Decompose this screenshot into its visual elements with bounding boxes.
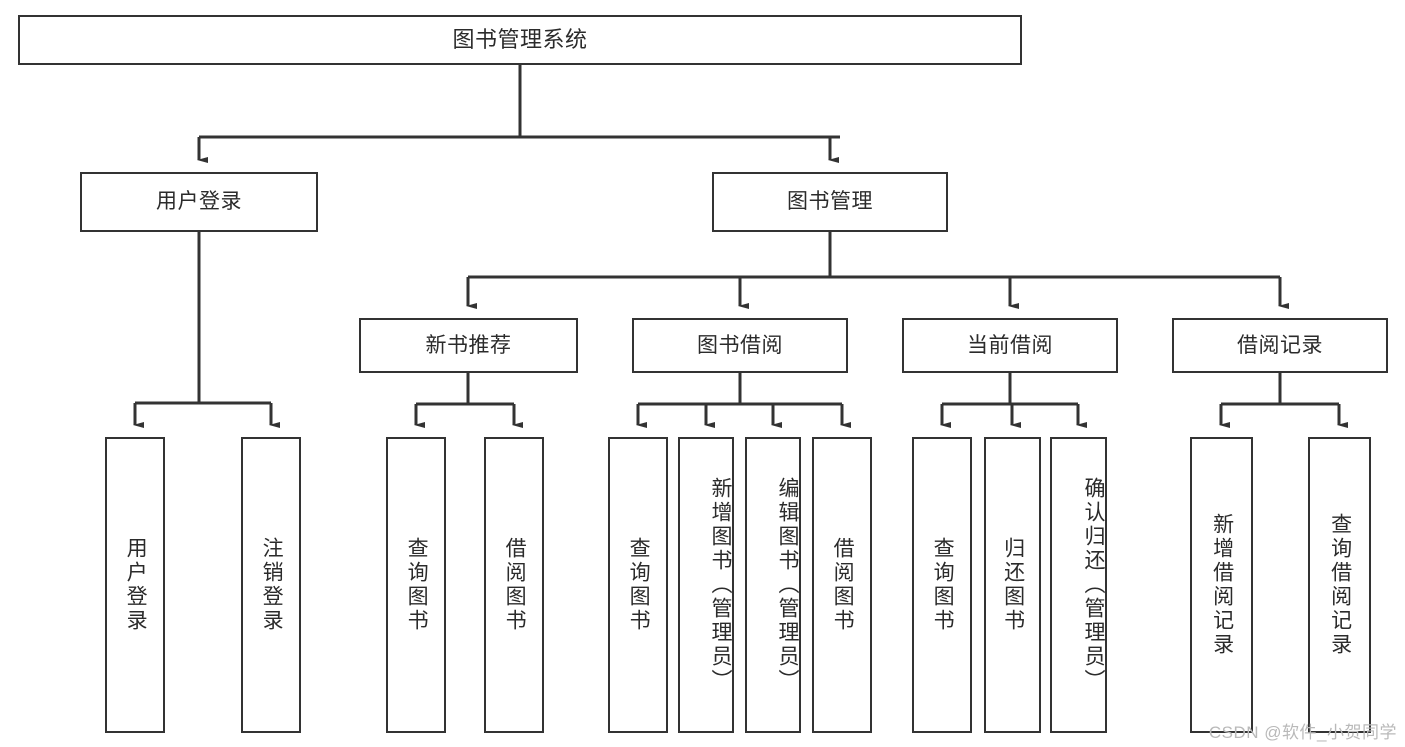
- node-borrow-record[interactable]: 借阅记录: [1172, 318, 1388, 373]
- node-label: 新增图书（管理员）: [709, 477, 732, 693]
- node-leaf-user-login[interactable]: 用户登录: [105, 437, 165, 733]
- node-leaf-query-borrow-record[interactable]: 查询借阅记录: [1308, 437, 1371, 733]
- node-leaf-add-borrow-record[interactable]: 新增借阅记录: [1190, 437, 1253, 733]
- node-label: 新增借阅记录: [1210, 513, 1234, 657]
- node-leaf-query-book-recommend[interactable]: 查询图书: [386, 437, 446, 733]
- node-book-borrow[interactable]: 图书借阅: [632, 318, 848, 373]
- node-book-manage[interactable]: 图书管理: [712, 172, 948, 232]
- node-label: 借阅图书: [831, 537, 855, 633]
- node-label: 图书管理系统: [452, 26, 588, 52]
- node-leaf-query-book-current[interactable]: 查询图书: [912, 437, 972, 733]
- node-current-borrow[interactable]: 当前借阅: [902, 318, 1118, 373]
- node-label: 确认归还（管理员）: [1082, 477, 1105, 693]
- node-new-book-recommend[interactable]: 新书推荐: [359, 318, 578, 373]
- watermark-text: CSDN @软件_小贺同学: [1208, 723, 1397, 742]
- node-label: 借阅记录: [1237, 333, 1323, 357]
- node-root-system[interactable]: 图书管理系统: [18, 15, 1022, 65]
- node-label: 查询图书: [405, 537, 429, 633]
- node-leaf-edit-book-admin[interactable]: 编辑图书（管理员）: [745, 437, 801, 733]
- node-label: 注销登录: [260, 537, 284, 633]
- node-label: 归还图书: [1001, 537, 1025, 633]
- node-label: 图书借阅: [697, 333, 783, 357]
- node-label: 当前借阅: [967, 333, 1053, 357]
- node-label: 查询图书: [627, 537, 651, 633]
- node-leaf-add-book-admin[interactable]: 新增图书（管理员）: [678, 437, 734, 733]
- node-label: 编辑图书（管理员）: [776, 477, 799, 693]
- node-leaf-query-book-borrow[interactable]: 查询图书: [608, 437, 668, 733]
- node-leaf-user-logout[interactable]: 注销登录: [241, 437, 301, 733]
- node-leaf-borrow-book-recommend[interactable]: 借阅图书: [484, 437, 544, 733]
- node-leaf-return-book[interactable]: 归还图书: [984, 437, 1041, 733]
- node-label: 查询借阅记录: [1328, 513, 1352, 657]
- node-label: 查询图书: [931, 537, 955, 633]
- node-label: 用户登录: [124, 537, 148, 633]
- node-label: 图书管理: [787, 190, 873, 214]
- node-leaf-borrow-book-borrow[interactable]: 借阅图书: [812, 437, 872, 733]
- node-leaf-confirm-return-admin[interactable]: 确认归还（管理员）: [1050, 437, 1107, 733]
- node-label: 用户登录: [156, 190, 242, 214]
- node-label: 新书推荐: [425, 333, 512, 357]
- node-user-login[interactable]: 用户登录: [80, 172, 318, 232]
- node-label: 借阅图书: [503, 537, 527, 633]
